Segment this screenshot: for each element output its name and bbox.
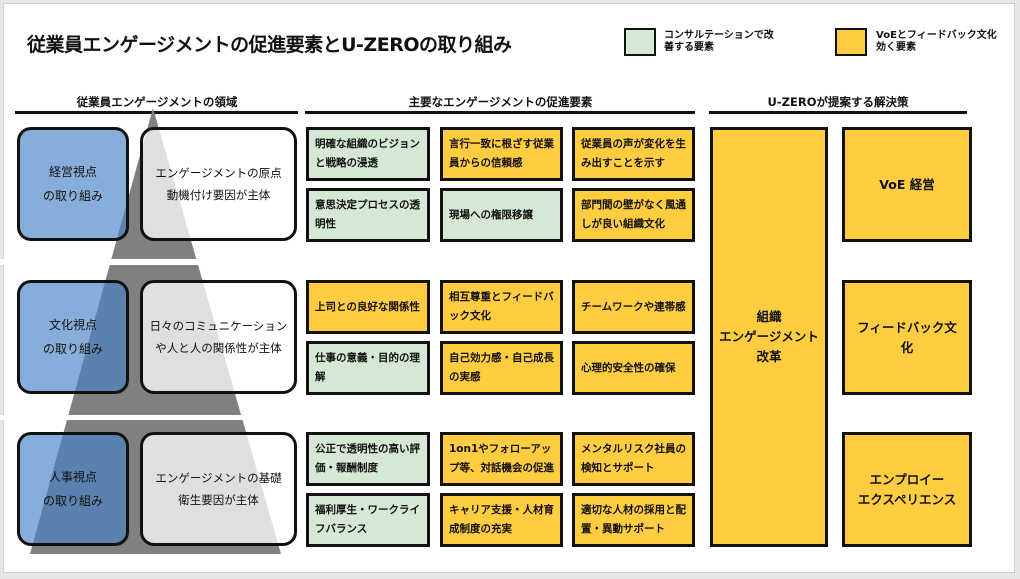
factor-box: 従業員の声が変化を生み出すことを示す xyxy=(572,127,695,181)
factor-box: 相互尊重とフィードバック文化 xyxy=(440,280,563,334)
domain-box: エンゲージメントの原点 動機付け要因が主体 xyxy=(140,127,297,241)
factor-box: 適切な人材の採用と配置・異動サポート xyxy=(572,493,695,547)
header-right: U-ZEROが提案する解決策 xyxy=(767,95,909,109)
factor-box: 部門間の壁がなく風通しが良い組織文化 xyxy=(572,188,695,242)
factor-box: 仕事の意義・目的の理解 xyxy=(306,341,430,395)
solution-box: VoE 経営 xyxy=(842,127,972,242)
header-middle: 主要なエンゲージメントの促進要素 xyxy=(408,95,593,109)
page-title: 従業員エンゲージメントの促進要素とU-ZEROの取り組み xyxy=(27,34,512,56)
legend-swatch-green xyxy=(624,28,656,56)
factor-box: 公正で透明性の高い評価・報酬制度 xyxy=(306,432,430,486)
perspective-box: 人事視点 の取り組み xyxy=(17,432,129,546)
factor-box: 言行一致に根ざす従業員からの信頼感 xyxy=(440,127,563,181)
header-left: 従業員エンゲージメントの領域 xyxy=(76,95,238,109)
domain-box: 日々のコミュニケーション や人と人の関係性が主体 xyxy=(140,280,297,394)
perspective-box: 経営視点 の取り組み xyxy=(17,127,129,241)
legend-swatch-yellow xyxy=(835,28,867,56)
factor-box: 心理的安全性の確保 xyxy=(572,341,695,395)
factor-box: 現場への権限移譲 xyxy=(440,188,563,242)
factor-box: 明確な組織のビジョンと戦略の浸透 xyxy=(306,127,430,181)
factor-box: 意思決定プロセスの透明性 xyxy=(306,188,430,242)
pyramid-gap-2 xyxy=(0,415,300,420)
divider-left xyxy=(15,111,298,114)
factor-box: 上司との良好な関係性 xyxy=(306,280,430,334)
solution-box: エンプロイー エクスペリエンス xyxy=(842,432,972,547)
factor-box: 福利厚生・ワークライフバランス xyxy=(306,493,430,547)
legend-label-green: コンサルテーションで改善する要素 xyxy=(664,30,774,53)
solution-box: フィードバック文化 xyxy=(842,280,972,395)
divider-right xyxy=(709,111,967,114)
legend-label-yellow: VoEとフィードバック文化効く要素 xyxy=(876,30,997,53)
factor-box: チームワークや連帯感 xyxy=(572,280,695,334)
central-solution-box: 組織 エンゲージメント 改革 xyxy=(710,127,828,547)
factor-box: キャリア支援・人材育成制度の充実 xyxy=(440,493,563,547)
pyramid-gap-1 xyxy=(0,259,300,265)
perspective-box: 文化視点 の取り組み xyxy=(17,280,129,394)
factor-box: メンタルリスク社員の検知とサポート xyxy=(572,432,695,486)
domain-box: エンゲージメントの基礎 衛生要因が主体 xyxy=(140,432,297,546)
factor-box: 自己効力感・自己成長の実感 xyxy=(440,341,563,395)
divider-middle xyxy=(305,111,695,114)
factor-box: 1on1やフォローアップ等、対話機会の促進 xyxy=(440,432,563,486)
